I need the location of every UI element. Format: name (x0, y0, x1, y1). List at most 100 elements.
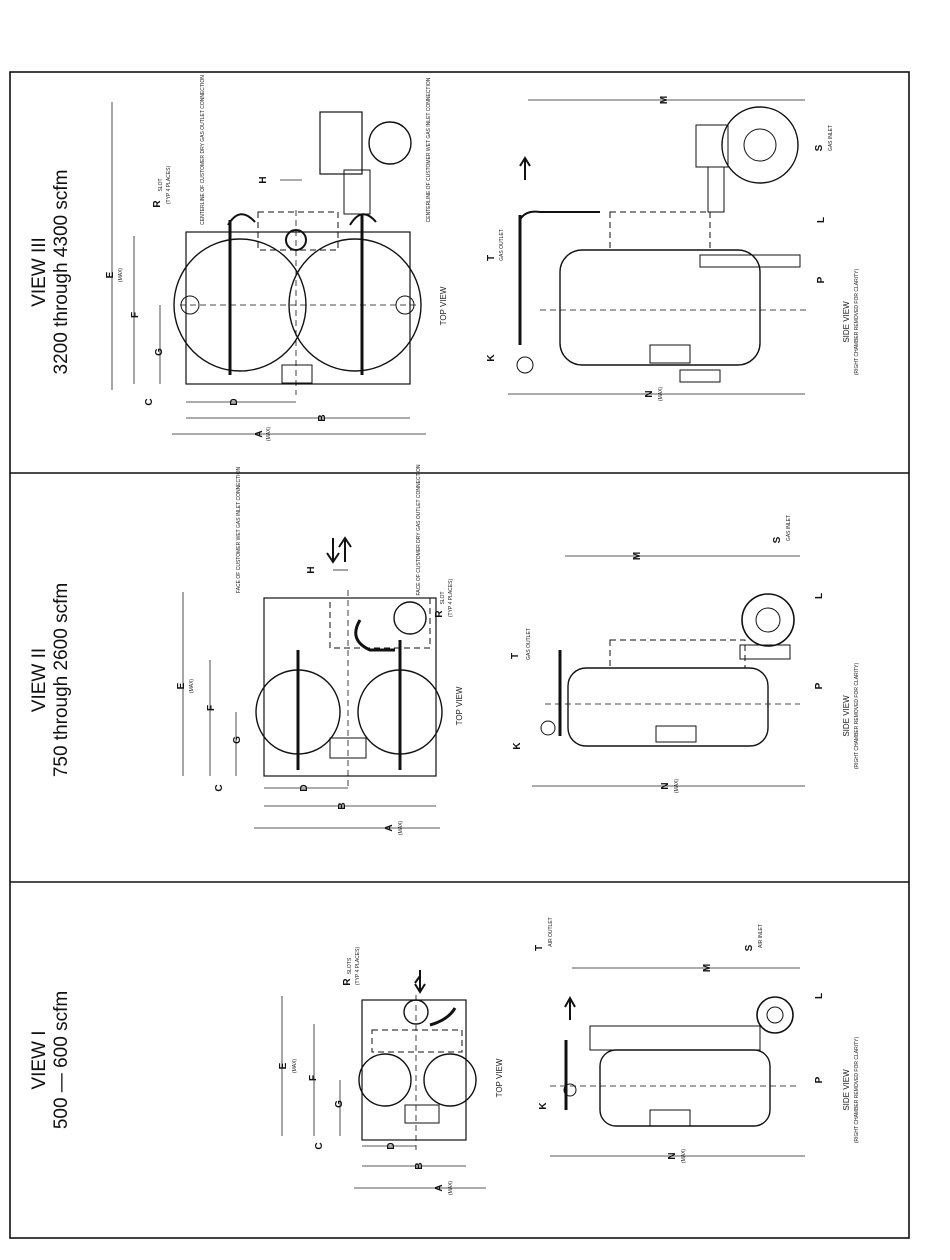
v2-dim-n: N (660, 782, 671, 789)
v1-flow-arrow (414, 970, 426, 994)
v1-dim-r: R (342, 978, 353, 986)
v2-blower (393, 601, 427, 635)
v1-dim-s: S (744, 944, 755, 951)
v3-top-manifold (609, 211, 711, 251)
v3-dim-d: D (229, 398, 240, 405)
v1-manifold-outline (371, 1029, 463, 1053)
v2-side-box (655, 725, 697, 743)
v3-riser (343, 169, 371, 215)
v1-dim-m: M (702, 964, 713, 972)
v2-dim-s: S (772, 536, 783, 543)
v3-side-box (649, 344, 691, 364)
v3-dim-k: K (486, 354, 497, 362)
v3-top-view-label: TOP VIEW (439, 286, 448, 325)
v1-air-inlet: AIR INLET (758, 924, 764, 948)
v1-drain-box (404, 1104, 440, 1124)
v1-dim-k: K (538, 1102, 549, 1110)
view-3-top-dims: E (MAX) F G C D B A (MAX) H R SLOT (TYP … (105, 75, 448, 441)
v3-drain-box (281, 364, 313, 384)
v1-left-chamber (358, 1053, 412, 1107)
v1-air-outlet: AIR OUTLET (548, 917, 554, 946)
v2-dim-a: A (384, 824, 395, 831)
v3-dim-n: N (644, 390, 655, 397)
v1-top-view-label: TOP VIEW (495, 1058, 504, 1097)
v3-dim-l: L (816, 217, 827, 223)
v3-dim-f: F (130, 312, 141, 318)
v2-dim-a-max: (MAX) (398, 821, 404, 836)
v2-dim-d: D (299, 784, 310, 791)
v2-dim-h: H (306, 566, 317, 573)
v3-dim-t: T (486, 255, 497, 261)
view-1-title: VIEW I (29, 1030, 50, 1089)
view-1-top-dims: E (MAX) F G C D B A (MAX) R SLOTS (TYP 4… (278, 947, 504, 1196)
v2-dim-l: L (814, 593, 825, 599)
view-1-panel: VIEW I 500 — 600 scfm E (MAX) F G C D B (29, 917, 860, 1195)
v3-dim-s: S (814, 144, 825, 151)
v1-skid-frame (361, 999, 467, 1141)
v1-top-manifold (589, 1025, 761, 1051)
view-3-title: VIEW III (29, 237, 50, 307)
v3-flow-arrow (519, 156, 531, 180)
view-2-title: VIEW II (29, 648, 50, 712)
v2-dim-r: R (434, 610, 445, 618)
view-1-range: 500 — 600 scfm (51, 991, 72, 1129)
v2-dim-f: F (206, 705, 217, 711)
v2-dim-g: G (232, 736, 243, 744)
v1-flow-arrow-side (564, 995, 576, 1020)
v2-hose (354, 619, 395, 652)
view-3-side-dims: M N (MAX) K T GAS OUTLET L P S GAS INLET… (486, 96, 860, 401)
v2-drain-box (329, 737, 367, 759)
v3-dim-g: G (154, 348, 165, 356)
v2-dim-k: K (512, 742, 523, 750)
v3-slot: SLOT (158, 178, 164, 191)
sheet-border (9, 71, 910, 1239)
v1-dim-c: C (314, 1142, 325, 1149)
v2-blower-wheel (741, 593, 795, 647)
v1-dim-n: N (667, 1152, 678, 1159)
v3-dim-p: P (816, 276, 827, 283)
v3-manifold-outline (257, 211, 339, 251)
v2-dim-m: M (632, 552, 643, 560)
v3-dim-c: C (144, 398, 155, 405)
v1-dim-t: T (534, 945, 545, 951)
v2-dim-e-max: (MAX) (189, 679, 195, 694)
view-3-range: 3200 through 4300 scfm (51, 170, 72, 375)
v1-dim-a: A (434, 1184, 445, 1191)
v3-dim-a: A (254, 430, 265, 437)
v2-dim-n-max: (MAX) (674, 779, 680, 794)
v2-top-view-label: TOP VIEW (455, 686, 464, 725)
view-2-top-view (255, 536, 443, 790)
v2-side-view-label: SIDE VIEW (842, 695, 851, 737)
v1-slots: SLOTS (347, 957, 353, 974)
v3-dim-h: H (258, 176, 269, 183)
v2-side-note: (RIGHT CHAMBER REMOVED FOR CLARITY) (854, 663, 860, 770)
v3-dim-r: R (152, 200, 163, 208)
v1-side-valve (563, 1083, 577, 1097)
view-2-top-dims: E (MAX) F G C D B A (MAX) H R SLOT (TYP … (176, 464, 464, 835)
v2-flow-arrow-down (326, 538, 340, 564)
v3-side-motor (695, 124, 729, 168)
view-1-side-view (550, 995, 800, 1127)
view-2-range: 750 through 2600 scfm (51, 583, 72, 777)
v1-right-chamber (423, 1053, 477, 1107)
v2-flow-arrow-up (338, 536, 352, 562)
v1-side-box (649, 1109, 691, 1127)
v1-dim-n-max: (MAX) (681, 1149, 687, 1164)
v3-side-view-label: SIDE VIEW (842, 301, 851, 343)
view-1-side-dims: M N (MAX) K T AIR OUTLET L P S AIR INLET… (534, 917, 860, 1163)
v3-gas-inlet: GAS INLET (828, 125, 834, 151)
v3-skid-frame (185, 231, 411, 385)
v3-note-a: CENTERLINE OF CUSTOMER DRY GAS OUTLET CO… (200, 75, 206, 225)
v2-manifold-outline (329, 597, 431, 649)
v1-dim-d: D (386, 1142, 397, 1149)
v3-vessel (559, 249, 761, 366)
v1-blower-wheel (756, 996, 794, 1034)
view-2-side-dims: M N (MAX) K T GAS OUTLET L P S GAS INLET… (510, 515, 860, 793)
v1-dim-b: B (414, 1162, 425, 1169)
v3-blower-motor (368, 121, 412, 165)
v2-gas-inlet: GAS INLET (786, 515, 792, 541)
v3-slot-typ: (TYP 4 PLACES) (166, 166, 172, 205)
v3-dim-m: M (659, 96, 670, 104)
v3-dim-e: E (105, 271, 116, 278)
v2-note-a: FACE OF CUSTOMER WET GAS INLET CONNECTIO… (236, 467, 242, 594)
